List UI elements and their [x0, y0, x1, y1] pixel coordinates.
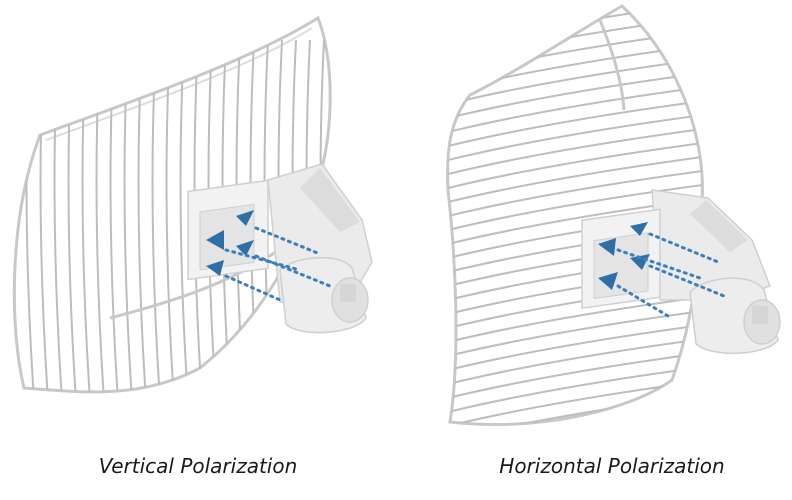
vertical-grid-dish: [14, 18, 372, 400]
caption-horizontal-polarization: Horizontal Polarization: [462, 450, 762, 482]
radio-unit-right: [690, 278, 780, 353]
caption-vertical-polarization: Vertical Polarization: [48, 450, 348, 482]
horizontal-grid-dish: [440, 2, 780, 456]
